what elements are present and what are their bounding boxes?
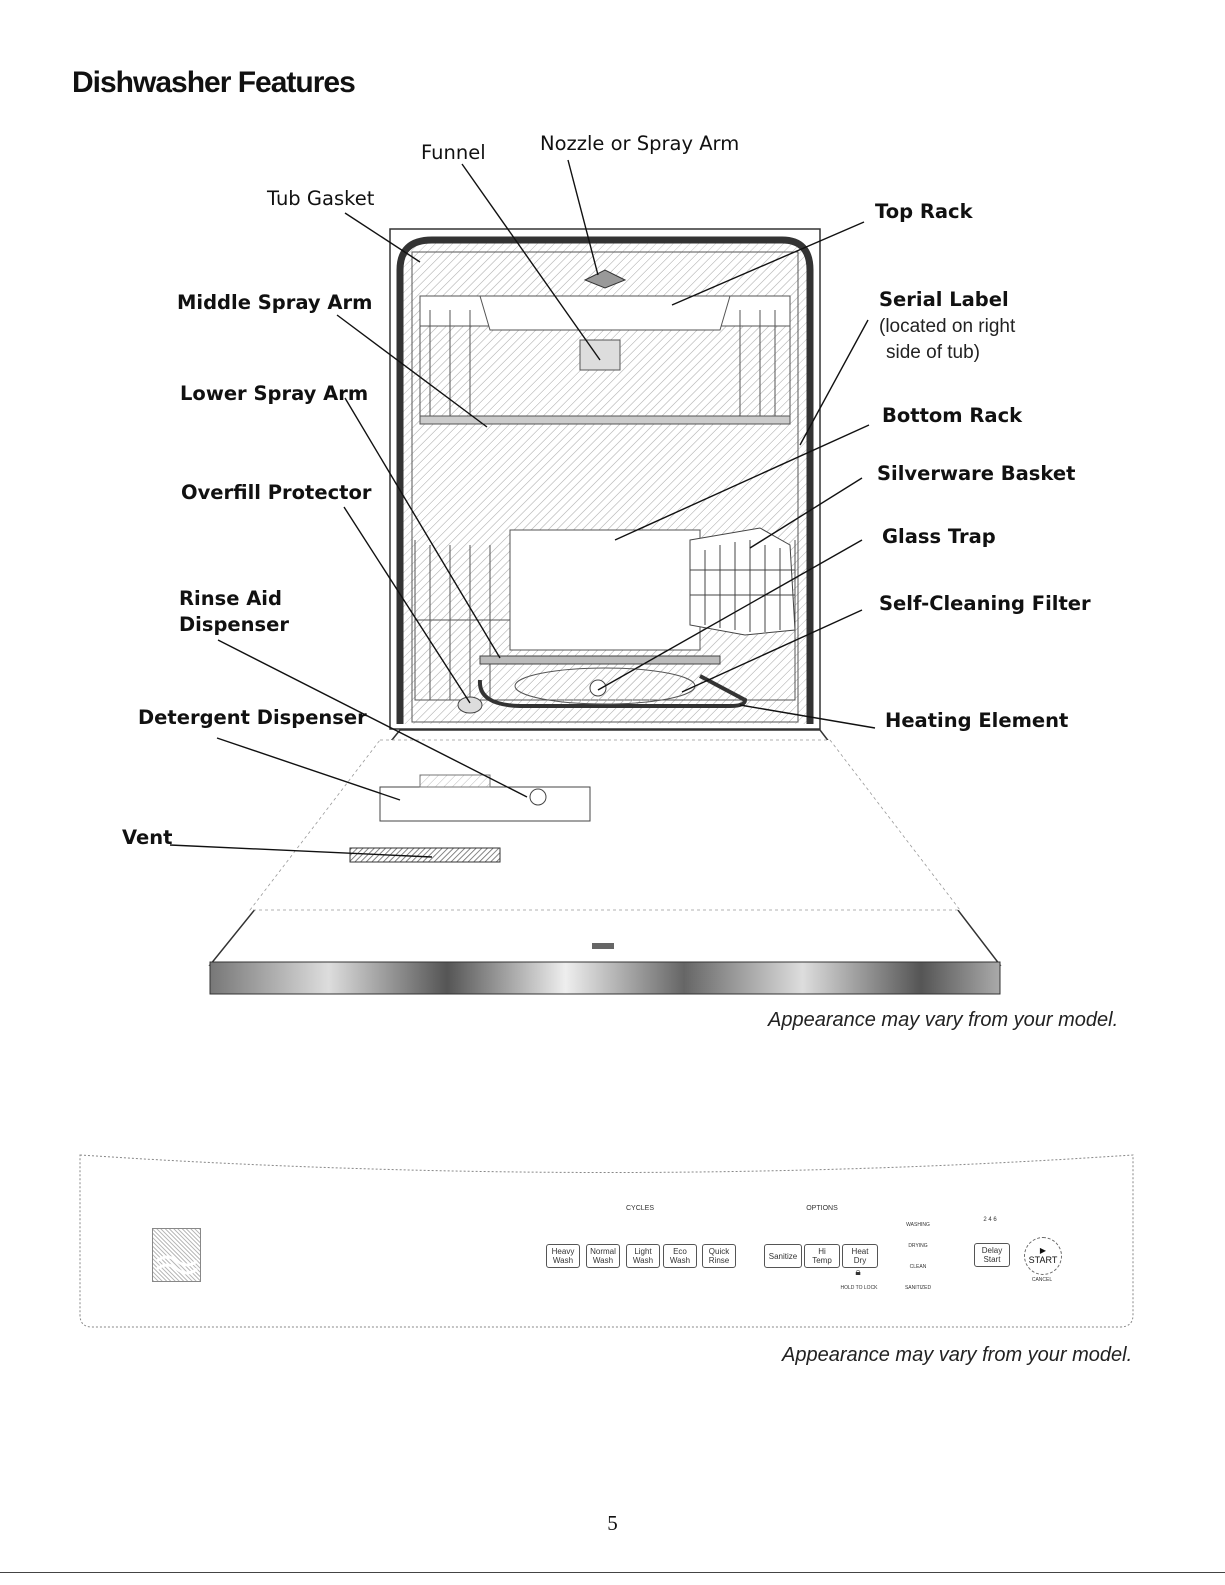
label-bottom-rack: Bottom Rack — [882, 404, 1023, 427]
status-washing: WASHING — [906, 1222, 930, 1228]
rinse-aid-dispenser — [529, 788, 547, 806]
nozzle-spray-arm — [583, 269, 627, 289]
page-number: 5 — [607, 1511, 618, 1535]
overfill-protector — [457, 696, 483, 714]
label-serial-label: Serial Label — [879, 288, 1009, 311]
eco-wash-button[interactable]: Eco Wash — [663, 1244, 697, 1268]
start-button[interactable]: ▶ START — [1024, 1237, 1062, 1275]
page-title: Dishwasher Features — [72, 66, 356, 99]
heavy-wash-button[interactable]: Heavy Wash — [546, 1244, 580, 1268]
play-icon: ▶ — [1039, 1245, 1047, 1255]
footer-rule — [0, 1572, 1225, 1573]
label-rinse-aid-2: Dispenser — [179, 613, 289, 636]
status-clean: CLEAN — [909, 1264, 927, 1270]
top-rack — [419, 295, 791, 425]
logo-wave-icon — [156, 1255, 198, 1275]
hi-temp-button[interactable]: Hi Temp — [804, 1244, 840, 1268]
status-drying: DRYING — [908, 1243, 928, 1249]
silverware-basket — [689, 527, 796, 636]
label-tub-gasket: Tub Gasket — [267, 187, 375, 210]
open-door — [208, 729, 1002, 995]
brand-logo — [152, 1228, 201, 1282]
serial-label-note-1: (located on right — [879, 316, 1016, 337]
label-glass-trap: Glass Trap — [882, 525, 996, 548]
normal-wash-button[interactable]: Normal Wash — [586, 1244, 620, 1268]
delay-hours-indicators: 2 4 6 — [983, 1217, 997, 1223]
label-middle-spray-arm: Middle Spray Arm — [177, 291, 373, 314]
options-heading: OPTIONS — [806, 1205, 838, 1212]
label-top-rack: Top Rack — [875, 200, 973, 223]
bottom-rack — [414, 529, 796, 701]
sanitize-button[interactable]: Sanitize — [764, 1244, 802, 1268]
cycles-heading: CYCLES — [625, 1205, 654, 1212]
lower-spray-arm — [479, 655, 721, 665]
hold-to-lock-label: HOLD TO LOCK — [840, 1285, 878, 1291]
lock-icon: 🔒︎ — [855, 1267, 861, 1278]
label-overfill-protector: Overfill Protector — [181, 481, 372, 504]
dishwasher-illustration — [169, 159, 1002, 995]
label-rinse-aid-1: Rinse Aid — [179, 587, 282, 610]
heating-element — [477, 674, 748, 708]
label-nozzle: Nozzle or Spray Arm — [540, 132, 740, 155]
label-detergent-dispenser: Detergent Dispenser — [138, 706, 367, 729]
label-vent: Vent — [122, 826, 173, 849]
detergent-dispenser — [379, 786, 591, 822]
label-silverware-basket: Silverware Basket — [877, 462, 1076, 485]
label-self-cleaning-filter: Self-Cleaning Filter — [879, 592, 1091, 615]
start-label: START — [1028, 1254, 1058, 1265]
diagram-caption: Appearance may vary from your model. — [768, 1009, 1119, 1031]
panel-caption: Appearance may vary from your model. — [782, 1344, 1133, 1366]
label-funnel: Funnel — [421, 141, 486, 164]
funnel — [579, 339, 621, 371]
delay-start-button[interactable]: Delay Start — [974, 1243, 1010, 1267]
label-heating-element: Heating Element — [885, 709, 1069, 732]
vent — [349, 847, 501, 863]
status-sanitized: SANITIZED — [904, 1285, 932, 1291]
glass-trap — [589, 679, 607, 697]
light-wash-button[interactable]: Light Wash — [626, 1244, 660, 1268]
label-lower-spray-arm: Lower Spray Arm — [180, 382, 369, 405]
quick-rinse-button[interactable]: Quick Rinse — [702, 1244, 736, 1268]
leader-lines — [169, 159, 876, 858]
cancel-label: CANCEL — [1031, 1277, 1053, 1283]
serial-label-note-2: side of tub) — [886, 342, 980, 363]
heat-dry-button[interactable]: Heat Dry — [842, 1244, 878, 1268]
